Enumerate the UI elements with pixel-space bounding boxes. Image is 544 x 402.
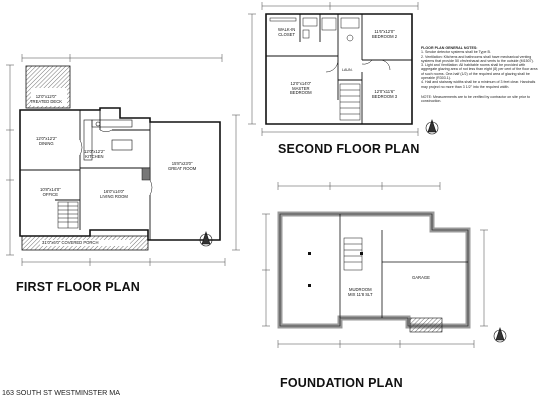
second-floor-exterior-wall bbox=[265, 13, 413, 125]
second-floor-plan-title: SECOND FLOOR PLAN bbox=[278, 142, 420, 156]
label-mudroom: MUDROOM MIX 11'8 SLT bbox=[348, 287, 373, 297]
foundation-stairs bbox=[343, 237, 363, 271]
project-address: 163 SOUTH ST WESTMINSTER MA bbox=[2, 388, 121, 397]
label-great-room: 15'8"x23'0" GREAT ROOM bbox=[168, 161, 197, 171]
label-garage: GARAGE bbox=[412, 275, 430, 280]
north-arrow-foundation bbox=[493, 327, 507, 343]
label-bedroom-3: 12'0"x11'6" BEDROOM 3 bbox=[372, 89, 398, 99]
label-laundry: LAUN. bbox=[342, 68, 353, 72]
foundation-columns bbox=[308, 252, 363, 287]
label-dining: 12'0"x12'2" DINING bbox=[36, 136, 57, 146]
floor-plan-general-notes: FLOOR PLAN GENERAL NOTES: 1. Smoke detec… bbox=[421, 46, 539, 104]
label-living-room: 16'0"x14'0" LIVING ROOM bbox=[100, 189, 128, 199]
fireplace bbox=[141, 167, 151, 181]
foundation-interior-walls bbox=[339, 214, 468, 318]
north-arrow-second bbox=[425, 119, 439, 135]
note-item-2: 2. Ventilation: Kitchens and bathrooms s… bbox=[421, 54, 534, 63]
garage-apron bbox=[409, 317, 443, 333]
label-covered-porch: 31'0"x6'0" COVERED PORCH bbox=[42, 240, 99, 245]
label-master-bedroom: 12'0"x14'0" MASTER BEDROOM bbox=[290, 81, 312, 96]
label-walk-in-closet: WALK-IN CLOSET bbox=[278, 27, 296, 37]
note-item-3: 3. Light and Ventilation: All habitable … bbox=[421, 63, 538, 81]
first-floor-exterior-wall bbox=[19, 107, 221, 241]
kitchen-counters bbox=[83, 119, 133, 161]
first-floor-stairs bbox=[57, 201, 79, 229]
second-floor-doors bbox=[325, 59, 391, 73]
label-treated-deck: 12'0"x12'0" TREATED DECK bbox=[30, 94, 63, 104]
first-floor-plan bbox=[6, 54, 240, 266]
notes-footnote: NOTE: Measurements are to be verified by… bbox=[421, 94, 531, 104]
second-floor-plan bbox=[248, 2, 439, 136]
second-floor-dimensions bbox=[248, 2, 419, 136]
first-floor-doors bbox=[79, 129, 153, 196]
first-floor-dimensions bbox=[6, 54, 240, 266]
foundation-plan bbox=[262, 182, 507, 348]
foundation-plan-title: FOUNDATION PLAN bbox=[280, 376, 403, 390]
north-arrow-first bbox=[199, 231, 213, 247]
first-floor-plan-title: FIRST FLOOR PLAN bbox=[16, 280, 141, 294]
label-bedroom-2: 11'6"x12'0" BEDROOM 2 bbox=[372, 29, 398, 39]
note-item-4: 4. Hall and stairway widths shall be a m… bbox=[421, 80, 536, 89]
foundation-dimensions bbox=[262, 182, 488, 348]
label-office: 10'8"x14'0" OFFICE bbox=[40, 187, 61, 197]
notes-heading: FLOOR PLAN GENERAL NOTES: bbox=[421, 46, 478, 50]
foundation-wall bbox=[277, 211, 471, 329]
label-kitchen: 12'0"x12'2" KITCHEN bbox=[84, 149, 105, 159]
first-floor-interior-walls bbox=[20, 110, 151, 240]
note-item-1: 1. Smoke detector systems shall be Type … bbox=[421, 50, 491, 55]
second-floor-stairs bbox=[339, 83, 361, 121]
second-floor-interior-walls bbox=[266, 14, 412, 124]
second-floor-fixtures bbox=[269, 17, 360, 42]
